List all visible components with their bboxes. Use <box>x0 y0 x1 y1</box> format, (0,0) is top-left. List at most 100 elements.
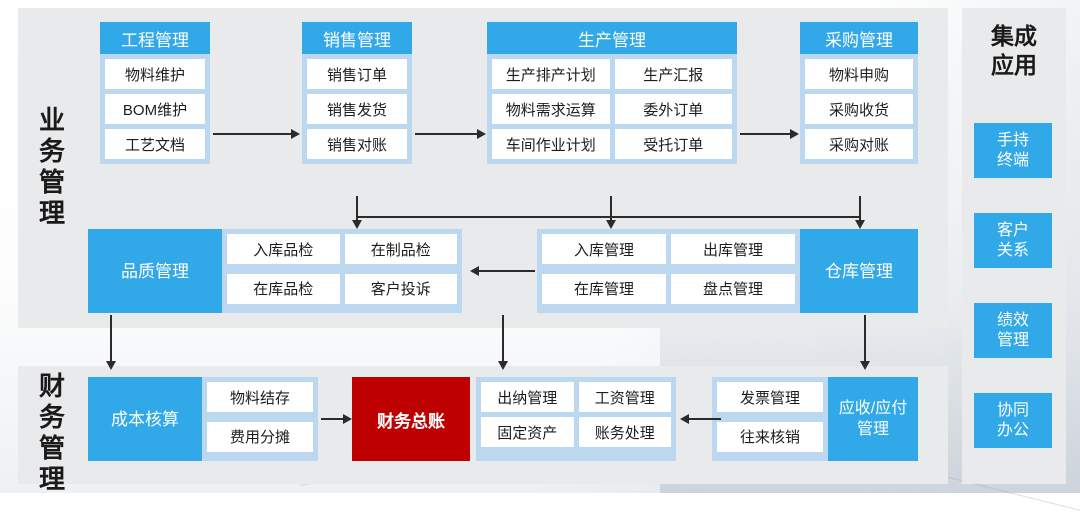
block-quality-management[interactable]: 品质管理 入库品检 在制品检 在库品检 客户投诉 <box>88 229 462 313</box>
connector-warehouse-to-quality <box>479 270 535 272</box>
finance-management-label: 财 务 管 理 <box>30 371 74 495</box>
connector-purchase-drop <box>859 196 861 221</box>
integration-card-line: 办公 <box>996 421 1029 439</box>
block-item[interactable]: 盘点管理 <box>671 273 795 304</box>
block-item[interactable]: 费用分摊 <box>207 421 313 452</box>
module-item[interactable]: 工艺文档 <box>105 129 205 159</box>
label-char: 理 <box>38 464 65 494</box>
integration-card-line: 绩效 <box>996 311 1029 329</box>
module-item[interactable]: 车间作业计划 <box>492 129 610 159</box>
label-char: 务 <box>38 402 65 432</box>
module-header: 采购管理 <box>800 22 918 54</box>
block-label-line: 管理 <box>856 421 889 438</box>
block-item[interactable]: 入库管理 <box>542 234 666 264</box>
arrow-head-right <box>291 129 300 139</box>
integration-card-line: 终端 <box>996 151 1029 169</box>
module-item[interactable]: 物料申购 <box>805 59 913 89</box>
module-item[interactable]: 采购收货 <box>805 94 913 124</box>
connector-sales-drop <box>356 196 358 218</box>
connector-production-to-purchase <box>740 133 790 135</box>
arrow-head-right <box>477 129 486 139</box>
block-cost-accounting[interactable]: 成本核算 物料结存 费用分摊 <box>88 377 318 461</box>
diagram-stage: 业 务 管 理 财 务 管 理 集成 应用 手持 终端 客户 关系 绩效 管理 … <box>18 8 1066 495</box>
block-label: 成本核算 <box>88 377 202 461</box>
module-body: 生产排产计划 生产汇报 物料需求运算 委外订单 车间作业计划 受托订单 <box>487 54 737 164</box>
arrow-head-down <box>606 220 616 229</box>
integration-card-customer-relations[interactable]: 客户 关系 <box>974 213 1052 268</box>
block-treasury-group[interactable]: 出纳管理 工资管理 固定资产 账务处理 <box>476 377 676 461</box>
block-item[interactable]: 入库品检 <box>227 234 340 264</box>
block-general-ledger[interactable]: 财务总账 <box>352 377 470 461</box>
integration-card-performance-management[interactable]: 绩效 管理 <box>974 303 1052 358</box>
label-char: 财 <box>38 371 65 401</box>
module-body: 物料维护 BOM维护 工艺文档 <box>100 54 210 164</box>
module-item[interactable]: 销售对账 <box>307 129 407 159</box>
arrow-head-down <box>498 361 508 370</box>
arrow-head-down <box>855 220 865 229</box>
module-item[interactable]: 生产汇报 <box>614 59 732 89</box>
integration-card-line: 关系 <box>996 241 1029 259</box>
block-item[interactable]: 固定资产 <box>481 417 574 447</box>
block-item[interactable]: 出库管理 <box>671 234 795 264</box>
connector-quality-to-cost <box>110 315 112 363</box>
integration-title: 集成 应用 <box>968 22 1060 80</box>
module-item[interactable]: 受托订单 <box>614 129 732 159</box>
module-item[interactable]: 物料需求运算 <box>492 94 610 124</box>
label-char: 务 <box>38 136 65 166</box>
block-warehouse-management[interactable]: 仓库管理 入库管理 出库管理 在库管理 盘点管理 <box>537 229 918 313</box>
block-item[interactable]: 物料结存 <box>207 382 313 412</box>
block-items: 发票管理 往来核销 <box>712 377 828 461</box>
module-production-management[interactable]: 生产管理 生产排产计划 生产汇报 物料需求运算 委外订单 车间作业计划 受托订单 <box>487 22 737 164</box>
module-item[interactable]: 委外订单 <box>614 94 732 124</box>
module-purchase-management[interactable]: 采购管理 物料申购 采购收货 采购对账 <box>800 22 918 164</box>
arrow-head-down <box>352 220 362 229</box>
connector-bus-bar <box>356 216 860 218</box>
arrow-head-left <box>470 266 479 276</box>
arrow-head-right <box>343 414 352 424</box>
block-item[interactable]: 在库管理 <box>542 273 666 304</box>
block-item[interactable]: 工资管理 <box>578 382 671 412</box>
integration-card-line: 管理 <box>996 331 1029 349</box>
label-char: 管 <box>38 167 65 197</box>
connector-to-treasury <box>502 315 504 363</box>
module-body: 物料申购 采购收货 采购对账 <box>800 54 918 164</box>
block-items: 出纳管理 工资管理 固定资产 账务处理 <box>476 377 676 452</box>
block-label-line: 应收/应付 <box>838 400 908 417</box>
block-label: 品质管理 <box>88 229 222 313</box>
block-item[interactable]: 在库品检 <box>227 273 340 304</box>
block-label: 应收/应付 管理 <box>828 377 918 461</box>
module-header: 销售管理 <box>302 22 412 54</box>
connector-sales-to-production <box>415 133 477 135</box>
module-item[interactable]: 物料维护 <box>105 59 205 89</box>
module-item[interactable]: 销售发货 <box>307 94 407 124</box>
integration-card-handheld-terminal[interactable]: 手持 终端 <box>974 123 1052 178</box>
block-item[interactable]: 发票管理 <box>717 382 823 412</box>
module-item[interactable]: 销售订单 <box>307 59 407 89</box>
integration-card-collaborative-office[interactable]: 协同 办公 <box>974 393 1052 448</box>
label-char: 管 <box>38 433 65 463</box>
block-item[interactable]: 账务处理 <box>578 417 671 447</box>
block-item[interactable]: 出纳管理 <box>481 382 574 412</box>
block-receivable-payable-management[interactable]: 应收/应付 管理 发票管理 往来核销 <box>712 377 918 461</box>
block-item[interactable]: 客户投诉 <box>344 273 457 304</box>
module-item[interactable]: 生产排产计划 <box>492 59 610 89</box>
module-item[interactable]: 采购对账 <box>805 129 913 159</box>
arrow-head-down <box>860 361 870 370</box>
label-char: 理 <box>38 198 65 228</box>
integration-title-line: 应用 <box>991 52 1037 78</box>
integration-card-line: 手持 <box>996 131 1029 149</box>
module-engineering-management[interactable]: 工程管理 物料维护 BOM维护 工艺文档 <box>100 22 210 164</box>
integration-card-line: 客户 <box>996 221 1029 239</box>
connector-production-drop <box>610 196 612 221</box>
block-item[interactable]: 往来核销 <box>717 421 823 452</box>
label-char: 业 <box>38 105 65 135</box>
connector-engineering-to-sales <box>213 133 291 135</box>
integration-card-line: 协同 <box>996 401 1029 419</box>
block-item[interactable]: 在制品检 <box>344 234 457 264</box>
module-item[interactable]: BOM维护 <box>105 94 205 124</box>
block-items: 入库管理 出库管理 在库管理 盘点管理 <box>537 229 800 313</box>
module-sales-management[interactable]: 销售管理 销售订单 销售发货 销售对账 <box>302 22 412 164</box>
arrow-head-down <box>106 361 116 370</box>
business-management-label: 业 务 管 理 <box>30 105 74 229</box>
block-items: 入库品检 在制品检 在库品检 客户投诉 <box>222 229 462 313</box>
